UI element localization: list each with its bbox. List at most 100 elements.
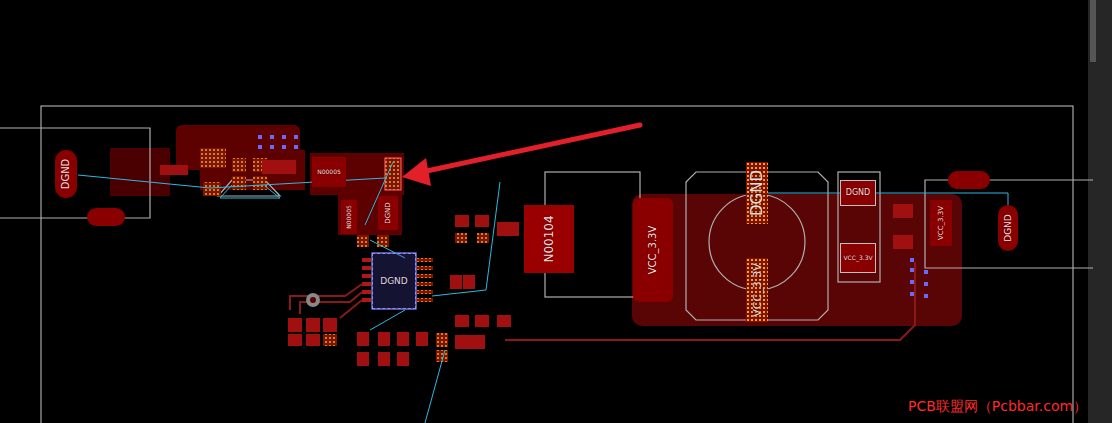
net-name: N00005 [346, 205, 352, 229]
via [258, 135, 928, 298]
copper-pad: DGND [746, 162, 768, 224]
test-point [306, 293, 320, 307]
copper-pad: DGND [55, 150, 77, 198]
connector-pad [948, 171, 990, 189]
smd-pad [377, 235, 389, 247]
via [270, 145, 274, 149]
via [294, 135, 298, 139]
component-outline [218, 180, 280, 196]
smd-pad [475, 315, 489, 327]
copper-pour [310, 153, 404, 195]
smd-pad [893, 204, 913, 218]
test-point [306, 293, 320, 307]
smd-pad [455, 315, 469, 327]
via [282, 135, 286, 139]
smd-pad [160, 165, 188, 175]
via [282, 145, 286, 149]
net-name: VCC_3.3V [752, 263, 763, 316]
smd-pad [477, 233, 489, 243]
smd-pad [455, 233, 467, 243]
smd-pad [378, 332, 390, 346]
ratsnest-line [370, 310, 405, 330]
smd-pad [475, 215, 489, 227]
via [258, 135, 262, 139]
ic-pin [362, 298, 371, 302]
annotation-arrow [422, 125, 640, 172]
smd-pad [306, 334, 320, 346]
smd-pad [397, 332, 409, 346]
smd-pad [232, 176, 246, 190]
copper-pad: DGND [840, 180, 876, 206]
component-outline [372, 253, 416, 309]
smd-pad [455, 335, 485, 349]
component-outline [0, 128, 1093, 320]
smd-pad [357, 235, 369, 247]
ic-pin [417, 290, 433, 294]
via [258, 145, 262, 149]
via [910, 292, 914, 296]
smd-pad [160, 148, 913, 366]
smd-pad [288, 318, 302, 332]
net-name: DGND [750, 170, 765, 216]
board-outline [41, 106, 1073, 423]
ic-pin [417, 274, 433, 278]
side-panel [1088, 0, 1112, 423]
smd-pad [323, 334, 337, 346]
component-outline [838, 172, 880, 282]
ic-pin [362, 266, 371, 270]
smd-pad [463, 275, 475, 289]
ratsnest-line [432, 182, 500, 296]
copper-trace [340, 300, 362, 318]
copper-pad: VCC_3.3V [840, 243, 876, 273]
smd-pad [357, 332, 369, 346]
annotation-arrow [402, 125, 640, 186]
ic-pin [362, 282, 371, 286]
via [924, 270, 928, 274]
copper-pad: VCC_3.3V [633, 198, 673, 302]
copper-pad: N00005 [341, 200, 357, 234]
copper-trace [505, 262, 915, 340]
via [910, 280, 914, 284]
smd-pad [450, 275, 462, 289]
net-name: DGND [1004, 214, 1013, 242]
via [910, 258, 914, 262]
smd-pad [357, 352, 369, 366]
smd-pad [288, 334, 302, 346]
copper-pad: N00005 [312, 157, 346, 187]
ic-pin [417, 266, 433, 270]
smd-pad [436, 333, 448, 347]
watermark: PCB联盟网（Pcbbar.com） [908, 398, 1087, 416]
ratsnest-connection [768, 193, 840, 194]
net-name: VCC_3.3V [843, 255, 872, 261]
annotation-arrow [402, 158, 431, 186]
via [294, 145, 298, 149]
via [924, 294, 928, 298]
smd-pad [253, 176, 267, 190]
side-panel [1090, 0, 1096, 62]
smd-pad [262, 160, 296, 174]
smd-pad [397, 352, 409, 366]
ic-pin [417, 282, 433, 286]
smd-pad [497, 315, 511, 327]
ic-pin [417, 258, 433, 262]
net-name: DGND [385, 202, 392, 223]
smd-pad [378, 352, 390, 366]
ratsnest-line [425, 350, 445, 423]
smd-pad [416, 332, 428, 346]
smd-pad [232, 158, 246, 172]
net-name: DGND [380, 277, 408, 286]
net-name: VCC_3.3V [938, 206, 945, 240]
smd-pad [323, 318, 337, 332]
ic-body: DGND [372, 253, 416, 309]
connector-pad [87, 208, 125, 226]
via [910, 268, 914, 272]
copper-pour [632, 194, 962, 326]
test-point [310, 297, 316, 303]
ratsnest-line [78, 162, 500, 423]
net-name: DGND [61, 159, 71, 190]
via [270, 135, 274, 139]
copper-pad: N00104 [524, 205, 574, 273]
ic-pin [417, 298, 433, 302]
ic-pin [362, 258, 371, 262]
copper-pad: VCC_3.3V [930, 200, 952, 246]
